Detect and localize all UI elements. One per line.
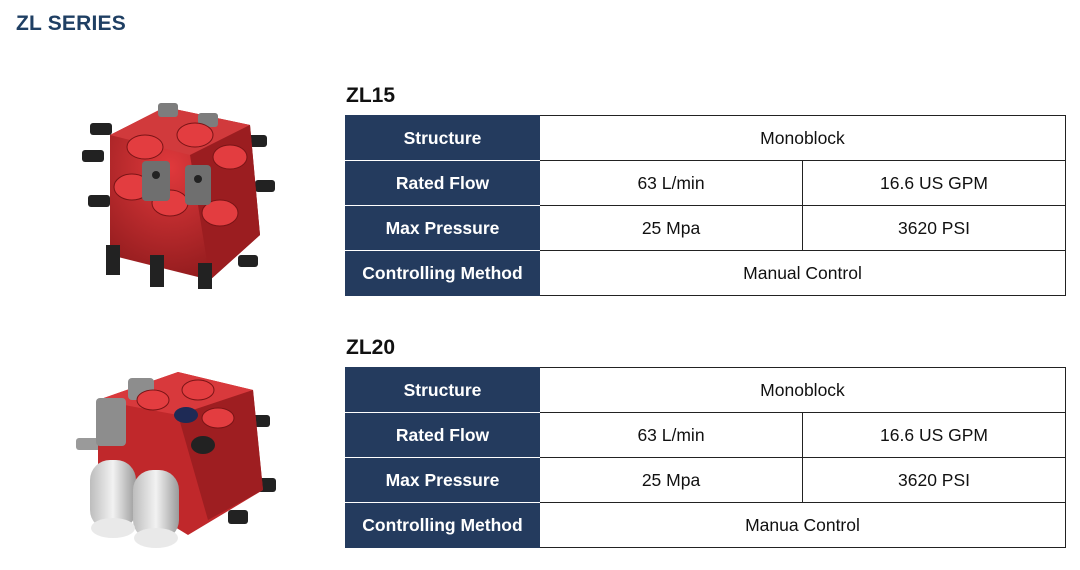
spec-table-zl20: Structure Monoblock Rated Flow 63 L/min … — [345, 367, 1066, 548]
row-label: Controlling Method — [345, 250, 540, 296]
table-row: Max Pressure 25 Mpa 3620 PSI — [345, 457, 1066, 503]
row-label: Structure — [345, 367, 540, 413]
row-label: Max Pressure — [345, 457, 540, 503]
series-title: ZL SERIES — [16, 12, 126, 35]
cell-value: 63 L/min — [539, 160, 803, 206]
cell-value: 3620 PSI — [802, 205, 1066, 251]
cell-value: Monoblock — [539, 367, 1066, 413]
table-row: Rated Flow 63 L/min 16.6 US GPM — [345, 412, 1066, 458]
cell-value: 3620 PSI — [802, 457, 1066, 503]
cell-value: Manual Control — [539, 250, 1066, 296]
cell-value: 16.6 US GPM — [802, 160, 1066, 206]
table-row: Structure Monoblock — [345, 115, 1066, 161]
cell-value: Monoblock — [539, 115, 1066, 161]
cell-value: 25 Mpa — [539, 457, 803, 503]
model-title-zl20: ZL20 — [346, 336, 396, 359]
row-label: Rated Flow — [345, 412, 540, 458]
spec-table-zl15: Structure Monoblock Rated Flow 63 L/min … — [345, 115, 1066, 296]
table-row: Max Pressure 25 Mpa 3620 PSI — [345, 205, 1066, 251]
row-label: Controlling Method — [345, 502, 540, 548]
row-label: Structure — [345, 115, 540, 161]
table-row: Structure Monoblock — [345, 367, 1066, 413]
cell-value: 16.6 US GPM — [802, 412, 1066, 458]
red-monoblock-valve-icon — [82, 103, 275, 289]
row-label: Max Pressure — [345, 205, 540, 251]
cell-value: 63 L/min — [539, 412, 803, 458]
table-row: Rated Flow 63 L/min 16.6 US GPM — [345, 160, 1066, 206]
model-title-zl15: ZL15 — [346, 84, 396, 107]
table-row: Controlling Method Manual Control — [345, 250, 1066, 296]
cell-value: Manua Control — [539, 502, 1066, 548]
row-label: Rated Flow — [345, 160, 540, 206]
cell-value: 25 Mpa — [539, 205, 803, 251]
table-row: Controlling Method Manua Control — [345, 502, 1066, 548]
red-valve-with-silver-caps-icon — [76, 372, 276, 548]
